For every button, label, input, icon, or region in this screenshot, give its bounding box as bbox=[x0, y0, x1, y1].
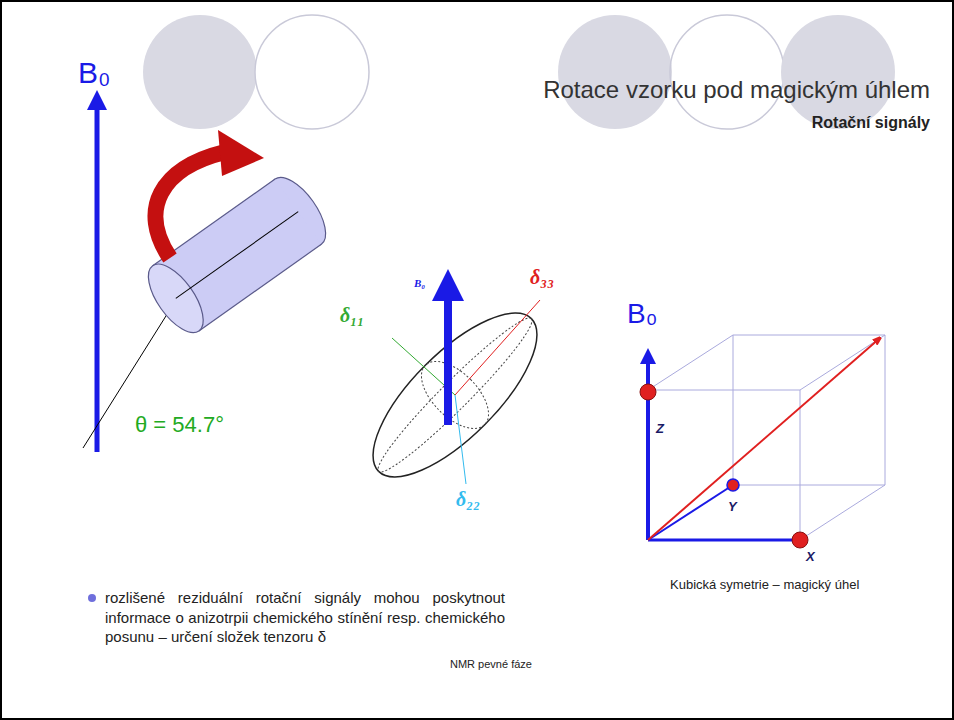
footer-note: NMR pevné fáze bbox=[450, 658, 532, 671]
subtitle: Rotační signály bbox=[812, 114, 930, 132]
cube-axes bbox=[640, 338, 880, 548]
axis-label: X bbox=[806, 550, 815, 565]
bullet-text: rozlišené reziduální rotační signály moh… bbox=[105, 588, 505, 647]
angle-label: θ = 54.7° bbox=[135, 412, 224, 437]
tensor-component: δ₃₃ bbox=[530, 266, 554, 289]
caption-note: Kubická symetrie – magický úhel bbox=[670, 578, 859, 593]
slide-title: Rotace vzorku pod magickým úhlem bbox=[543, 76, 930, 104]
tensor-component: δ₂₂ bbox=[456, 488, 480, 511]
bullet-dot bbox=[88, 594, 96, 602]
axis-label: Z bbox=[656, 422, 664, 437]
decor-circles bbox=[143, 15, 895, 129]
field-label: B₀ bbox=[627, 298, 657, 330]
tensor-ellipsoid bbox=[349, 285, 561, 501]
field-label: B₀ bbox=[414, 277, 425, 290]
axis-label: Y bbox=[728, 500, 737, 515]
rotor-illustration bbox=[83, 100, 336, 452]
tensor-component: δ₁₁ bbox=[340, 304, 364, 327]
cube bbox=[648, 335, 885, 540]
field-label: B₀ bbox=[78, 56, 110, 91]
